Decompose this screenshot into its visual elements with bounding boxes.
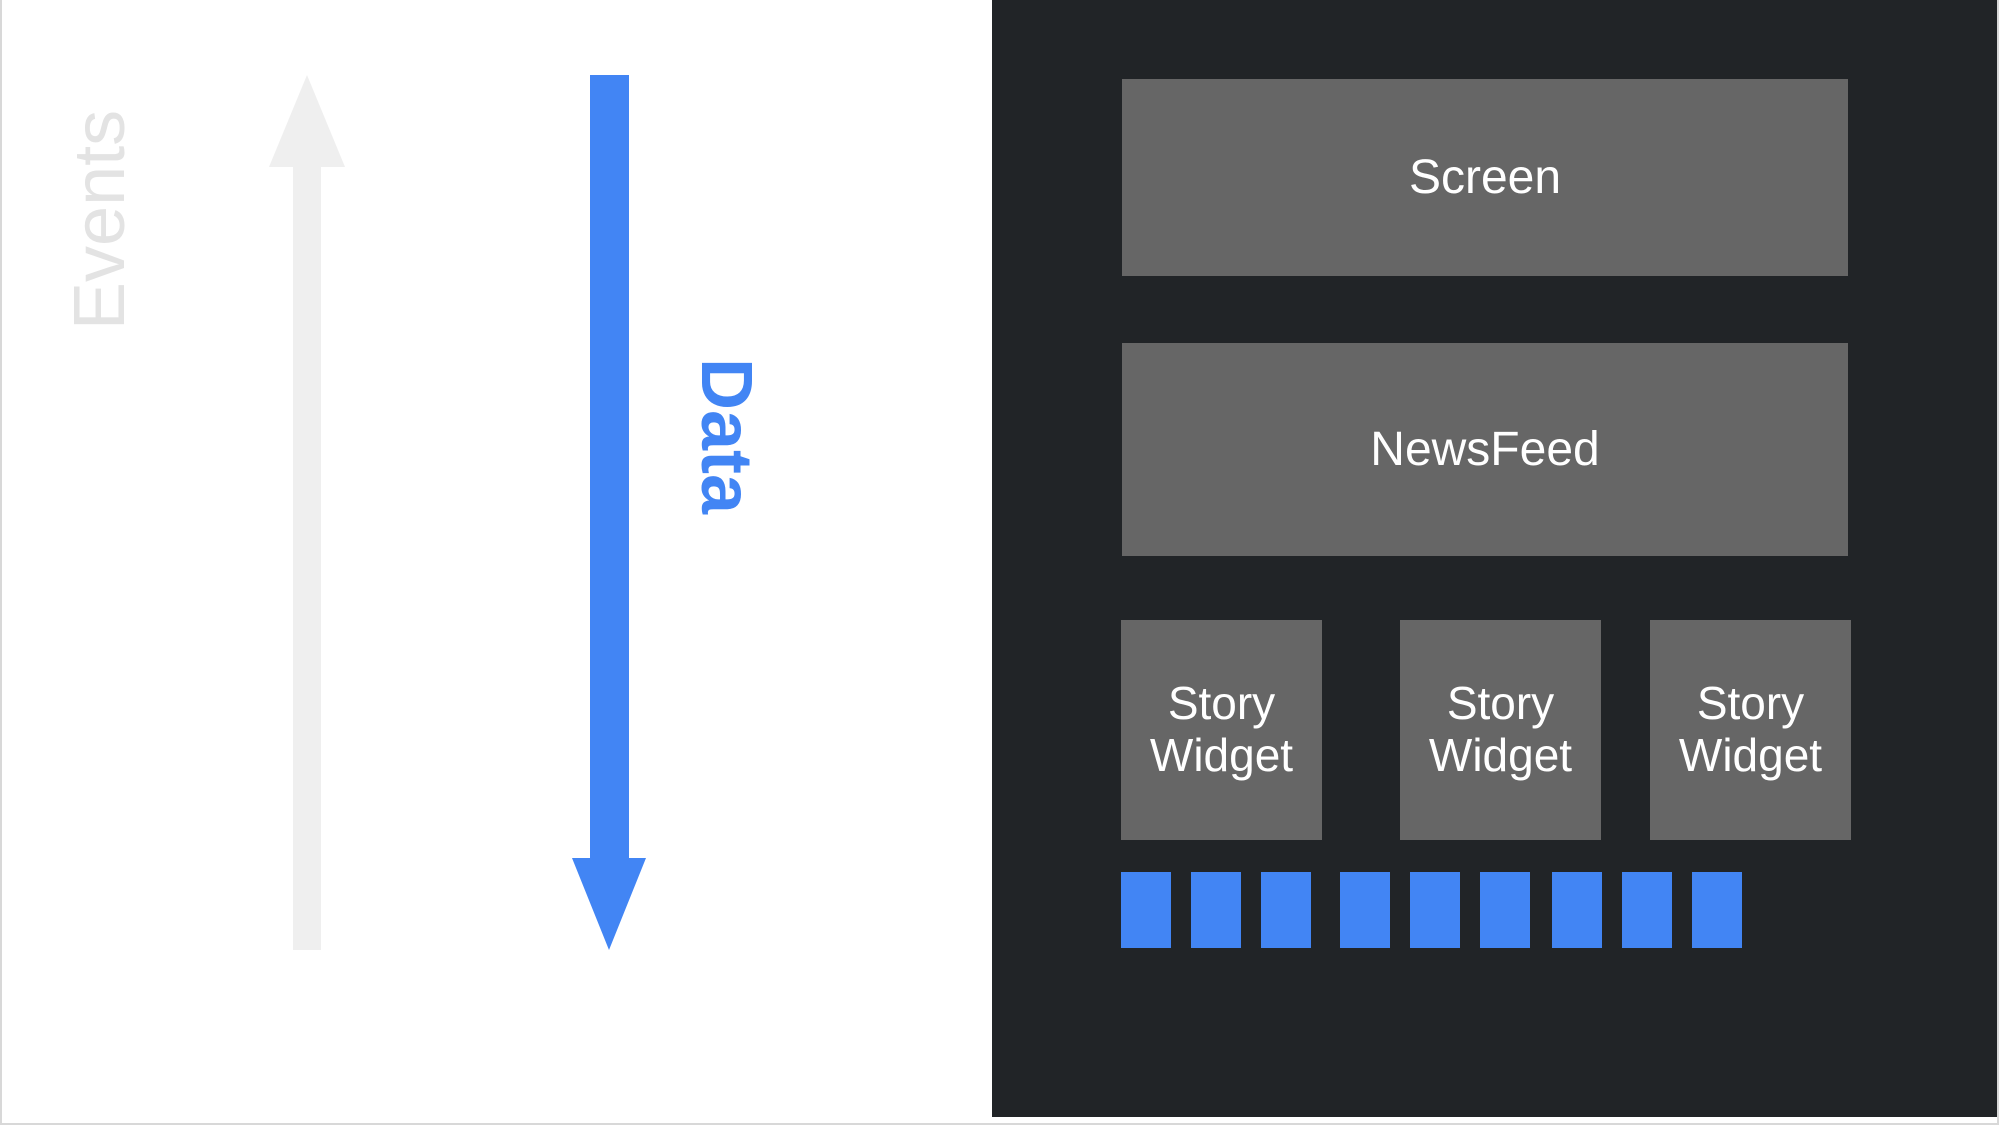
node-story-widget-2: Story Widget bbox=[1650, 620, 1851, 840]
node-story-widget-1: Story Widget bbox=[1400, 620, 1601, 840]
leaf-bar bbox=[1622, 872, 1672, 948]
events-flow-label: Events bbox=[60, 109, 140, 330]
leaf-bar bbox=[1410, 872, 1460, 948]
node-screen: Screen bbox=[1122, 79, 1848, 276]
leaf-bar bbox=[1552, 872, 1602, 948]
leaf-bar-group-2 bbox=[1552, 872, 1742, 948]
leaf-bar-group-1 bbox=[1340, 872, 1530, 948]
leaf-bar bbox=[1340, 872, 1390, 948]
leaf-bar bbox=[1121, 872, 1171, 948]
arrow-down-icon bbox=[572, 75, 646, 950]
leaf-bar bbox=[1191, 872, 1241, 948]
data-flow-label: Data bbox=[686, 358, 766, 515]
widget-tree-panel: Screen NewsFeed Story Widget Story Widge… bbox=[992, 0, 1997, 1117]
leaf-bar-group-0 bbox=[1121, 872, 1311, 948]
leaf-bar bbox=[1692, 872, 1742, 948]
leaf-bar bbox=[1261, 872, 1311, 948]
arrow-up-icon bbox=[269, 75, 345, 950]
node-newsfeed: NewsFeed bbox=[1122, 343, 1848, 556]
node-story-widget-0: Story Widget bbox=[1121, 620, 1322, 840]
flow-legend-pane: Events Data bbox=[2, 0, 992, 1123]
leaf-bar bbox=[1480, 872, 1530, 948]
